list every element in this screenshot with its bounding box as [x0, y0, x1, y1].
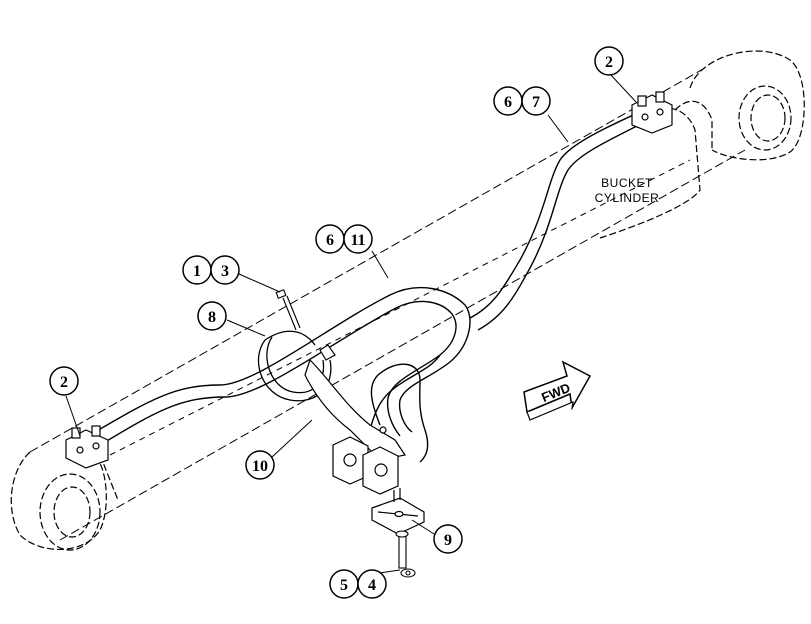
mounting-bracket	[304, 344, 406, 461]
svg-text:1: 1	[193, 263, 201, 280]
mounting-plate	[371, 488, 425, 535]
svg-text:BUCKET: BUCKET	[601, 176, 653, 190]
cylinder-rod-eye	[674, 50, 805, 161]
svg-text:2: 2	[605, 54, 613, 71]
forward-arrow: FWD	[523, 360, 592, 421]
svg-text:8: 8	[208, 309, 216, 326]
callout-8: 8	[197, 301, 227, 331]
leader-lines	[65, 73, 637, 575]
bucket-cylinder	[29, 67, 746, 541]
callout-4: 4	[357, 569, 387, 599]
svg-text:3: 3	[221, 263, 229, 280]
hydraulic-tube-lower	[369, 354, 441, 463]
callout-10: 10	[245, 450, 275, 480]
tube-clamp-right	[631, 91, 673, 134]
svg-text:5: 5	[340, 577, 348, 594]
hydraulic-tube-right	[469, 111, 646, 331]
callout-11: 11	[343, 224, 373, 254]
callout-3: 3	[210, 255, 240, 285]
svg-text:CYLINDER: CYLINDER	[595, 191, 660, 205]
svg-text:4: 4	[368, 577, 376, 594]
svg-text:6: 6	[326, 232, 334, 249]
bucket-cylinder-label: BUCKET CYLINDER	[595, 176, 660, 205]
svg-text:9: 9	[444, 532, 452, 549]
callout-6-top: 6	[493, 86, 523, 116]
callout-6-mid: 6	[315, 224, 345, 254]
svg-text:10: 10	[252, 458, 268, 475]
callout-2-left: 2	[49, 366, 79, 396]
split-block-pair	[332, 436, 399, 495]
svg-text:6: 6	[504, 94, 512, 111]
bolt-and-washer	[395, 530, 416, 578]
callout-5: 5	[329, 569, 359, 599]
tube-clamp-left	[65, 425, 109, 469]
callout-1: 1	[182, 255, 212, 285]
svg-text:7: 7	[532, 94, 540, 111]
callout-2-right: 2	[594, 46, 624, 76]
callout-7: 7	[521, 86, 551, 116]
callout-9: 9	[433, 524, 463, 554]
svg-text:2: 2	[60, 374, 68, 391]
cylinder-head	[599, 108, 701, 239]
svg-text:11: 11	[350, 232, 365, 249]
cylinder-base-eye	[10, 451, 119, 551]
